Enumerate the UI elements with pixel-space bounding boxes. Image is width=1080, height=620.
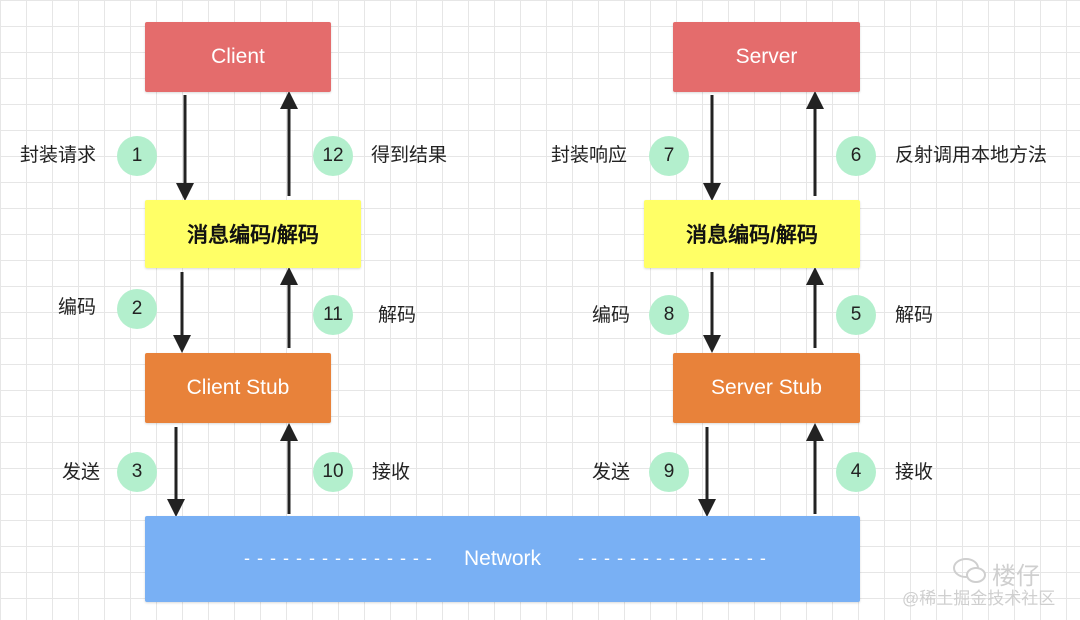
network-label: Network: [463, 547, 542, 570]
client-stub-label: Client Stub: [186, 376, 290, 399]
step-7-badge: 7: [649, 136, 689, 176]
server-label: Server: [735, 45, 798, 68]
client-stub-box: Client Stub: [145, 353, 331, 423]
step-2-number: 2: [131, 298, 143, 319]
server-codec-box: 消息编码/解码: [644, 200, 860, 268]
network-dashes-right: - - - - - - - - - - - - - - -: [578, 548, 767, 568]
network-box: Network: [145, 516, 860, 602]
step-3-label: 发送: [62, 462, 101, 483]
step-2-badge: 2: [117, 289, 157, 329]
client-label: Client: [211, 45, 265, 68]
step-10-label: 接收: [372, 462, 411, 483]
step-9-label: 发送: [592, 462, 631, 483]
step-7-label: 封装响应: [551, 145, 628, 166]
step-1-number: 1: [131, 145, 143, 166]
server-box: Server: [673, 22, 860, 92]
step-2-label: 编码: [58, 297, 97, 318]
client-codec-label: 消息编码/解码: [187, 224, 319, 247]
step-9-number: 9: [663, 461, 675, 482]
step-5-number: 5: [850, 304, 862, 325]
step-8-number: 8: [663, 304, 675, 325]
step-5-label: 解码: [895, 305, 934, 326]
step-6-badge: 6: [836, 136, 876, 176]
step-6-number: 6: [850, 145, 862, 166]
step-7-number: 7: [663, 145, 675, 166]
wechat-icon: [953, 558, 986, 583]
watermark-author: 楼仔: [992, 563, 1040, 590]
step-4-number: 4: [850, 461, 862, 482]
network-dashes-left: - - - - - - - - - - - - - - -: [244, 548, 433, 568]
watermark-community: @稀土掘金技术社区: [902, 589, 1056, 608]
step-4-badge: 4: [836, 452, 876, 492]
step-12-number: 12: [322, 145, 344, 166]
step-11-badge: 11: [313, 295, 353, 335]
step-1-label: 封装请求: [20, 145, 97, 166]
step-8-badge: 8: [649, 295, 689, 335]
server-stub-label: Server Stub: [711, 376, 822, 399]
client-codec-box: 消息编码/解码: [145, 200, 361, 268]
server-codec-label: 消息编码/解码: [686, 224, 818, 247]
step-8-label: 编码: [592, 305, 631, 326]
step-10-number: 10: [322, 461, 344, 482]
step-10-badge: 10: [313, 452, 353, 492]
step-12-badge: 12: [313, 136, 353, 176]
step-11-number: 11: [323, 304, 343, 325]
step-9-badge: 9: [649, 452, 689, 492]
step-4-label: 接收: [895, 462, 934, 483]
server-stub-box: Server Stub: [673, 353, 860, 423]
client-box: Client: [145, 22, 331, 92]
step-3-badge: 3: [117, 452, 157, 492]
step-1-badge: 1: [117, 136, 157, 176]
step-6-label: 反射调用本地方法: [895, 145, 1048, 166]
step-3-number: 3: [131, 461, 143, 482]
step-12-label: 得到结果: [371, 145, 448, 166]
step-11-label: 解码: [378, 305, 417, 326]
step-5-badge: 5: [836, 295, 876, 335]
